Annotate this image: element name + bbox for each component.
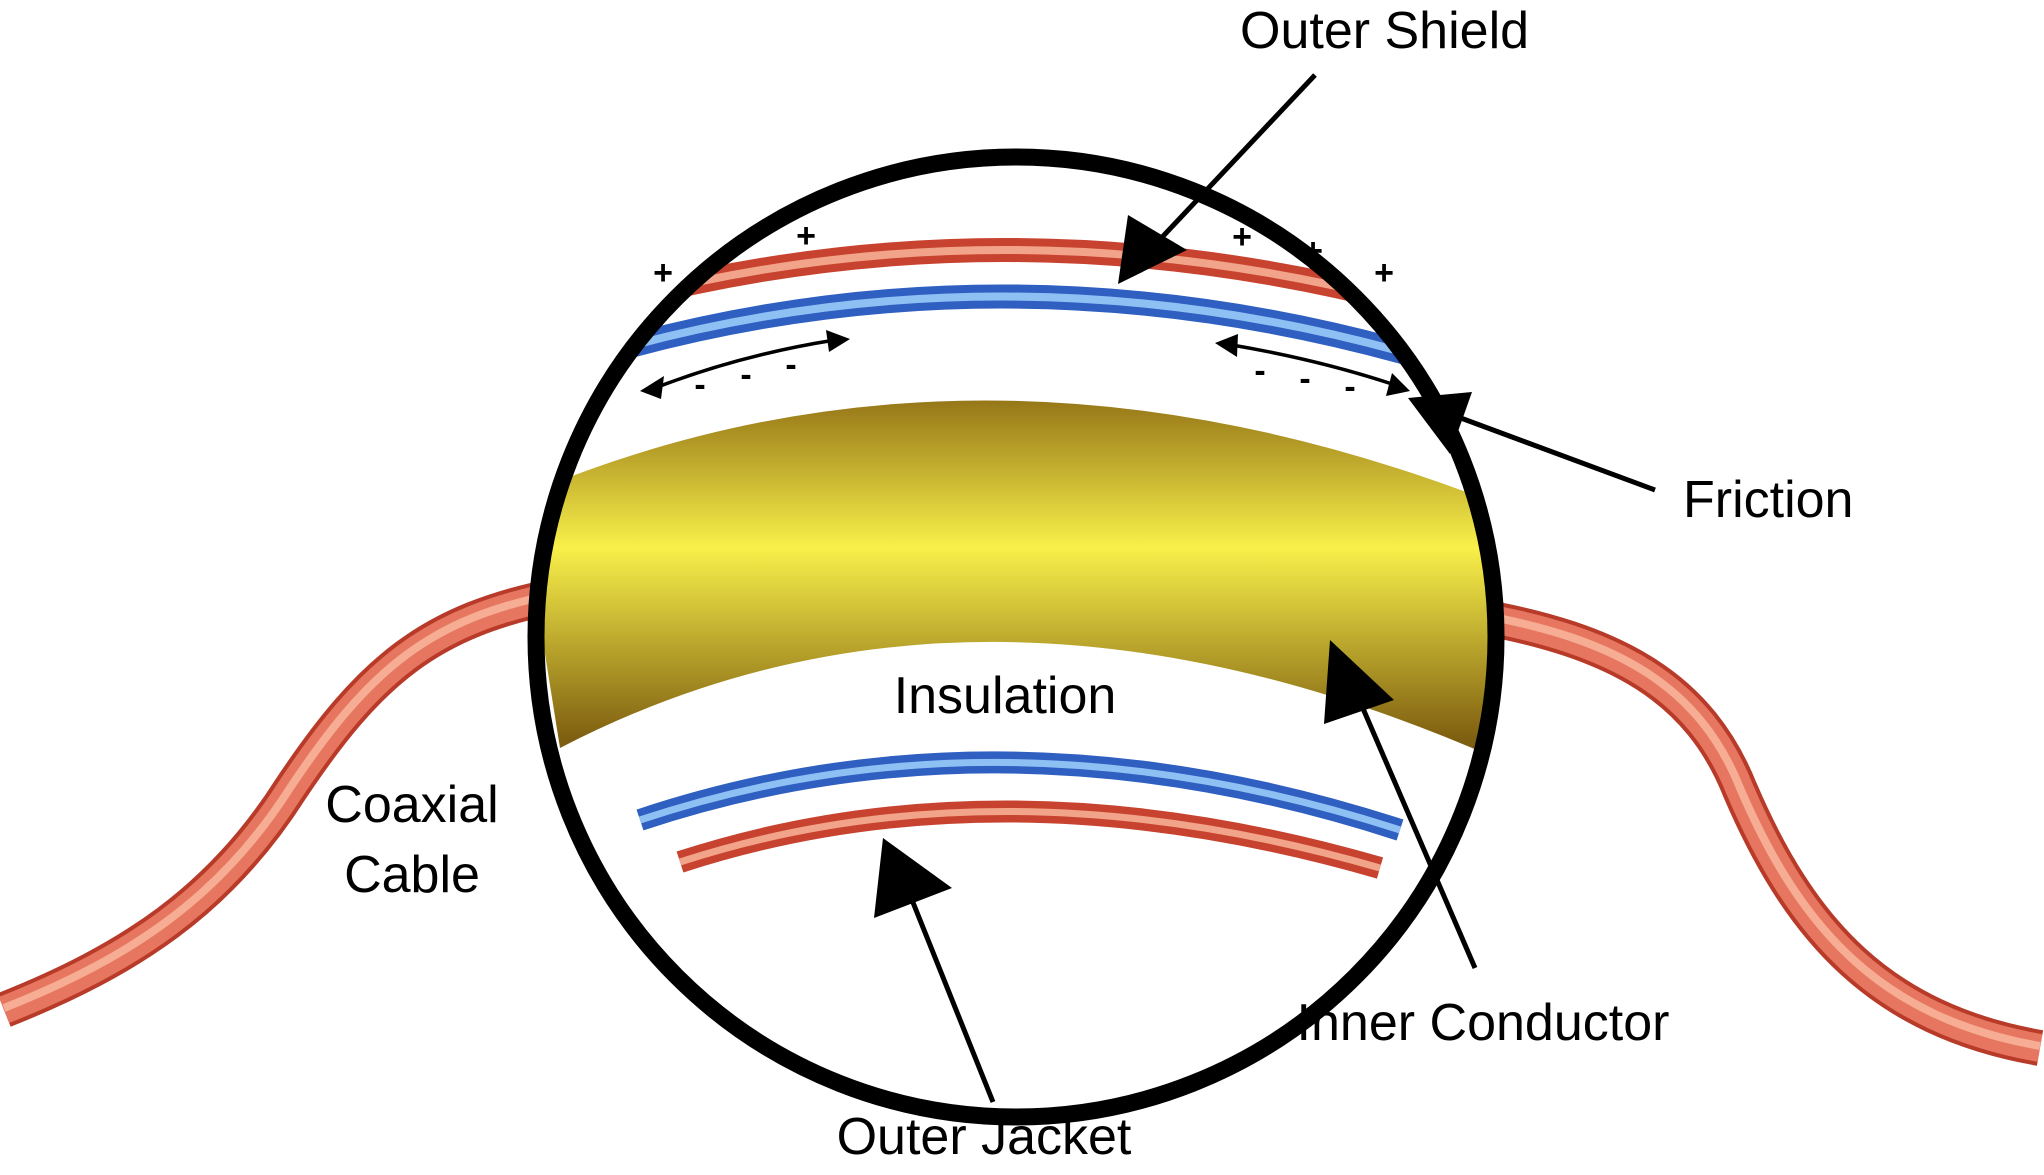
svg-text:+: +: [1374, 254, 1394, 292]
svg-text:-: -: [1254, 352, 1265, 390]
positive-charges-right: + + +: [1232, 218, 1394, 292]
svg-text:+: +: [1303, 232, 1323, 270]
svg-text:-: -: [740, 356, 751, 394]
svg-text:+: +: [653, 254, 673, 292]
negative-charges-right: - - -: [1254, 352, 1355, 406]
inner-conductor-pointer: [1324, 640, 1478, 969]
lower-outer-jacket: [676, 800, 1384, 879]
label-coaxial: Coaxial: [325, 776, 498, 834]
friction-arrow-left: [640, 330, 850, 399]
svg-text:+: +: [1232, 218, 1252, 256]
svg-text:-: -: [1299, 360, 1310, 398]
label-insulation: Insulation: [894, 667, 1117, 725]
inner-conductor-band: [536, 400, 1496, 760]
magnified-view: [536, 157, 1496, 1117]
svg-text:-: -: [1344, 368, 1355, 406]
negative-charges-left: - - -: [694, 346, 796, 404]
upper-outer-shield: [536, 284, 1496, 394]
label-outer-shield: Outer Shield: [1240, 2, 1529, 60]
friction-pointer: [1408, 392, 1656, 493]
label-cable: Cable: [344, 846, 480, 904]
left-cable: [0, 577, 564, 1027]
label-friction: Friction: [1683, 471, 1853, 529]
right-cable: [1467, 597, 2044, 1066]
svg-text:+: +: [724, 230, 744, 268]
outer-jacket-pointer: [874, 838, 996, 1103]
outer-shield-pointer: [1118, 73, 1317, 284]
svg-text:-: -: [785, 346, 796, 384]
label-outer-jacket: Outer Jacket: [837, 1108, 1132, 1166]
magnifier-ring: [527, 148, 1505, 1126]
svg-text:+: +: [796, 217, 816, 255]
label-inner-conductor: Inner Conductor: [1297, 994, 1670, 1052]
svg-text:-: -: [694, 366, 705, 404]
friction-arrow-right: [1215, 334, 1410, 396]
lower-outer-shield: [636, 751, 1404, 841]
positive-charges-left: + + +: [653, 217, 816, 292]
